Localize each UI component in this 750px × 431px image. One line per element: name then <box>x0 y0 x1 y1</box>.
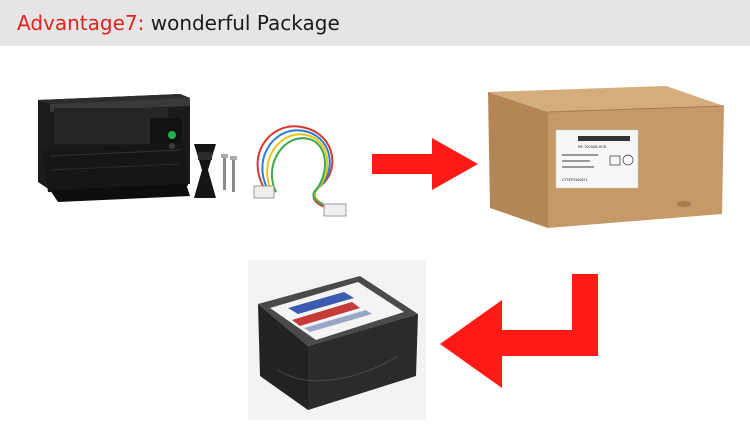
package-left <box>258 304 308 410</box>
shipping-label <box>270 282 404 340</box>
carton-box-photo: MF-7000UB-HCB CYTKP3340671 <box>488 86 725 228</box>
connector-left <box>253 185 275 199</box>
ce-mark-icon <box>622 154 634 166</box>
shrink-wrapped-package-photo <box>248 260 426 420</box>
package-front <box>308 314 418 410</box>
printer-body <box>38 94 190 202</box>
return-arrow-icon <box>440 274 598 388</box>
carton-code: CYTKP3340671 <box>562 178 588 182</box>
mounting-screws <box>221 154 237 192</box>
carton-label: MF-7000UB-HCB CYTKP3340671 <box>555 129 639 189</box>
banner-title: Advantage7: wonderful Package <box>17 11 340 35</box>
arrow-right-icon <box>372 138 478 190</box>
title-banner: Advantage7: wonderful Package <box>0 0 750 46</box>
carton-model: MF-7000UB-HCB <box>578 145 607 149</box>
package-subtitle: wonderful Package <box>150 11 340 35</box>
advantage-label: Advantage7: <box>17 11 145 35</box>
mounting-bracket <box>194 144 216 198</box>
cable-wires <box>256 125 341 209</box>
thumb-hole <box>677 201 691 207</box>
carton-left-side <box>488 92 548 228</box>
recycle-mark-icon <box>609 155 621 166</box>
connector-right <box>323 203 347 217</box>
feed-button-icon <box>169 143 175 149</box>
led-indicator-icon <box>168 131 176 139</box>
cable-bundle-photo <box>253 125 347 217</box>
barcode-icon <box>578 136 630 141</box>
carton-top <box>488 86 724 112</box>
printer-photo <box>38 94 237 202</box>
